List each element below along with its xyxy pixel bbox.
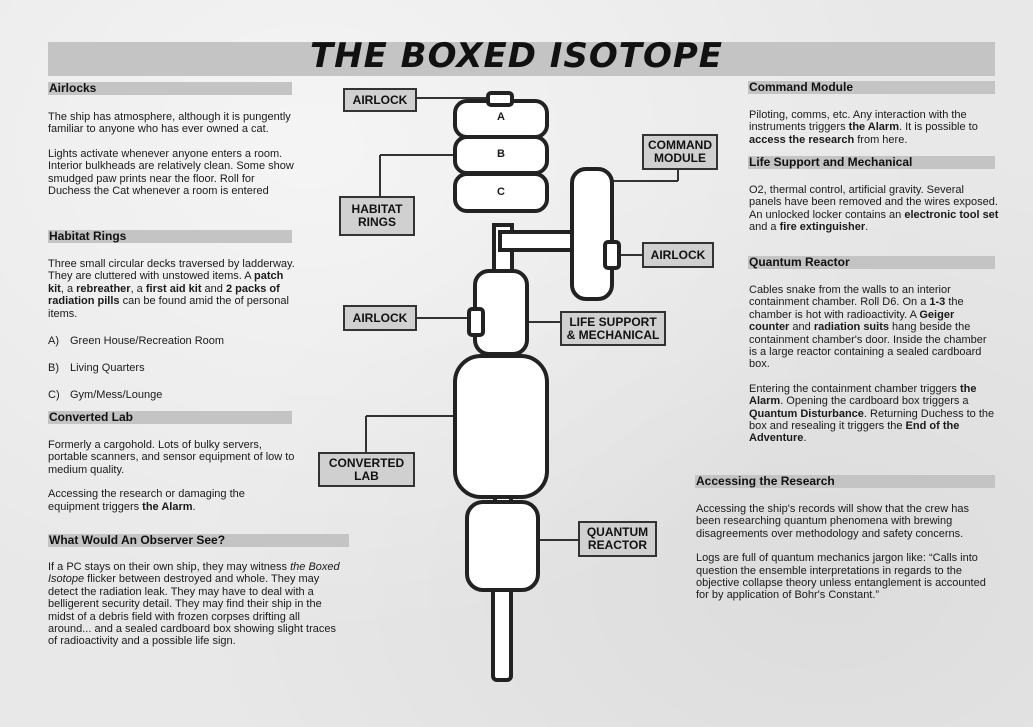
command-heading: Command Module <box>748 81 995 94</box>
life-heading: Life Support and Mechanical <box>748 156 995 169</box>
ship-hull <box>453 91 621 682</box>
callout-command-module: COMMAND MODULE <box>642 134 718 170</box>
command-connector-arm <box>498 230 576 252</box>
airlock-top-hatch <box>486 91 514 107</box>
habitat-p1: Three small circular decks traversed by … <box>48 258 295 320</box>
airlock-right-hatch <box>603 240 621 270</box>
research-body: Accessing the ship's records will show t… <box>696 503 996 614</box>
airlock-left-hatch <box>467 307 485 337</box>
reactor-p2: Entering the containment chamber trigger… <box>749 382 995 445</box>
observer-body: If a PC stays on their own ship, they ma… <box>48 561 343 660</box>
reactor-heading: Quantum Reactor <box>748 256 995 269</box>
title-bar <box>48 42 995 76</box>
habitat-list-item-b: B)Living Quarters <box>48 362 145 374</box>
research-p1: Accessing the ship's records will show t… <box>696 503 969 540</box>
habitat-body: Three small circular decks traversed by … <box>48 258 296 332</box>
callout-habitat-rings: HABITAT RINGS <box>339 196 415 236</box>
lab-body: Formerly a cargohold. Lots of bulky serv… <box>48 439 298 525</box>
airlocks-heading: Airlocks <box>48 82 292 95</box>
command-module-hull <box>570 167 614 301</box>
lab-heading: Converted Lab <box>48 411 292 424</box>
habitat-ring-c <box>453 172 549 213</box>
reactor-body: Cables snake from the walls to an interi… <box>749 284 997 457</box>
ring-label-c: C <box>497 186 505 198</box>
command-p1: Piloting, comms, etc. Any interaction wi… <box>749 109 978 146</box>
research-heading: Accessing the Research <box>695 475 995 488</box>
callout-airlock-left: AIRLOCK <box>343 305 417 331</box>
command-body: Piloting, comms, etc. Any interaction wi… <box>749 109 999 158</box>
research-p2: Logs are full of quantum mechanics jargo… <box>696 552 986 602</box>
habitat-list-item-c: C)Gym/Mess/Lounge <box>48 389 163 401</box>
airlocks-p2: Lights activate whenever anyone enters a… <box>48 147 294 198</box>
lab-p1: Formerly a cargohold. Lots of bulky serv… <box>48 439 295 476</box>
reactor-p1: Cables snake from the walls to an interi… <box>749 284 987 371</box>
quantum-reactor-hull <box>465 500 540 592</box>
callout-quantum-reactor: QUANTUM REACTOR <box>578 521 657 557</box>
spine-tail <box>491 586 513 682</box>
observer-p1: If a PC stays on their own ship, they ma… <box>48 561 340 648</box>
callout-life-support: LIFE SUPPORT & MECHANICAL <box>560 311 666 346</box>
habitat-heading: Habitat Rings <box>48 230 292 243</box>
lab-p2: Accessing the research or damaging the e… <box>48 488 245 513</box>
callout-leader-lines <box>365 97 679 541</box>
converted-lab-hull <box>453 354 549 499</box>
callout-converted-lab: CONVERTED LAB <box>318 452 415 487</box>
ring-label-b: B <box>497 148 505 160</box>
habitat-list-item-a: A)Green House/Recreation Room <box>48 335 225 347</box>
page-title: THE BOXED ISOTOPE <box>309 36 724 76</box>
ring-label-a: A <box>497 111 505 123</box>
airlocks-body: The ship has atmosphere, although it is … <box>48 111 298 209</box>
life-body: O2, thermal control, artificial gravity.… <box>749 184 999 246</box>
callout-airlock-right: AIRLOCK <box>642 242 714 268</box>
airlocks-p1: The ship has atmosphere, although it is … <box>48 111 291 136</box>
observer-heading: What Would An Observer See? <box>48 534 349 547</box>
callout-airlock-top: AIRLOCK <box>343 88 417 112</box>
life-p1: O2, thermal control, artificial gravity.… <box>749 184 999 234</box>
